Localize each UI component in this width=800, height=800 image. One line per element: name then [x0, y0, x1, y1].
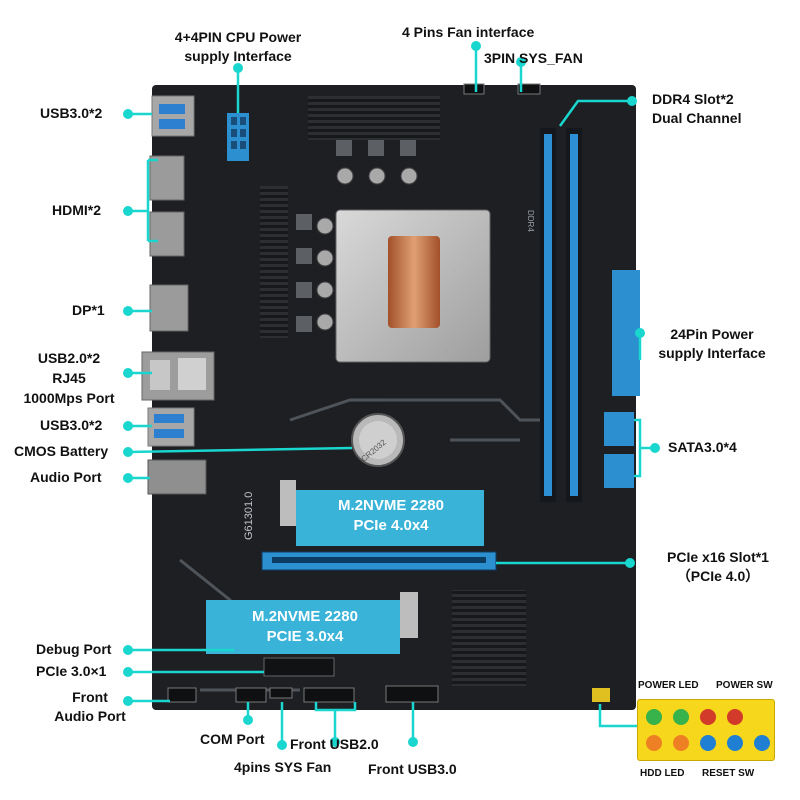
- label-24pin: 24Pin Power supply Interface: [658, 326, 766, 361]
- pin-power-sw-1: [700, 709, 716, 725]
- sys-fan-3pin-header: [517, 83, 541, 95]
- m2-slot-top: [296, 490, 484, 546]
- ddr4-slot-2: [570, 134, 578, 496]
- label-usb30-mid: USB3.0*2: [40, 417, 103, 433]
- pin-hdd-led-plus: [646, 735, 662, 751]
- front-panel-header: [592, 688, 610, 702]
- label-pcie-x16: PCIe x16 Slot*1 （PCIe 4.0）: [667, 549, 769, 584]
- chipset-heatsink: [452, 590, 526, 686]
- pin-power-led-plus: [646, 709, 662, 725]
- m2-top-label: M.2NVME 2280 PCIe 4.0x4: [338, 497, 444, 534]
- label-cpu-power: 4+4PIN CPU Power supply Interface: [174, 29, 302, 64]
- label-dp: DP*1: [72, 302, 105, 318]
- ddr4-slot-1: [544, 134, 552, 496]
- label-front-usb30: Front USB3.0: [368, 761, 457, 777]
- pin-reset-sw-1: [700, 735, 716, 751]
- front-usb20-header: [303, 687, 355, 703]
- pin-hdd-led-minus: [673, 735, 689, 751]
- label-usb20-rj45: USB2.0*2 RJ45 1000Mps Port: [23, 350, 115, 406]
- front-panel-pins: [637, 699, 775, 761]
- label-audio-port: Audio Port: [30, 469, 102, 485]
- vrm-heatsink-left: [260, 186, 288, 338]
- label-power-led: POWER LED: [638, 680, 699, 691]
- label-hdd-led: HDD LED: [640, 768, 685, 779]
- m2-slot-bottom: [206, 600, 400, 654]
- com-header: [235, 687, 267, 703]
- label-sata: SATA3.0*4: [668, 439, 737, 455]
- label-sys-fan-3pin: 3PIN SYS_FAN: [484, 50, 583, 66]
- front-panel-callout: POWER LED POWER SW HDD LED RESET SW: [582, 678, 798, 798]
- label-sys-fan-4pin: 4pins SYS Fan: [234, 759, 332, 775]
- sys-fan-header: [269, 687, 293, 699]
- label-debug-port: Debug Port: [36, 641, 112, 657]
- rear-io: [141, 95, 215, 495]
- front-usb30-header: [385, 685, 439, 703]
- pin-extra: [754, 735, 770, 751]
- label-reset-sw: RESET SW: [702, 768, 755, 779]
- pin-power-sw-2: [727, 709, 743, 725]
- silk-ddr: DDR4: [526, 210, 535, 232]
- cpu-fan-header: [463, 83, 485, 95]
- label-power-sw: POWER SW: [716, 680, 773, 691]
- label-ddr4: DDR4 Slot*2 Dual Channel: [652, 91, 742, 126]
- vrm-heatsink-top: [308, 96, 440, 140]
- m2-bottom-label: M.2NVME 2280 PCIE 3.0x4: [252, 608, 358, 645]
- cpu-copper-core: [388, 236, 440, 328]
- label-com-port: COM Port: [200, 731, 265, 747]
- label-fan-4pin: 4 Pins Fan interface: [402, 24, 535, 40]
- pcie-x1-slot: [263, 657, 335, 677]
- label-pcie30-x1: PCIe 3.0×1: [36, 663, 107, 679]
- pin-reset-sw-2: [727, 735, 743, 751]
- silk-model: G61301.0: [243, 492, 255, 540]
- pin-power-led-minus: [673, 709, 689, 725]
- label-hdmi: HDMI*2: [52, 202, 102, 218]
- label-front-usb20: Front USB2.0: [290, 736, 379, 752]
- sata-ports: [604, 412, 634, 488]
- front-audio-header: [167, 687, 197, 703]
- label-usb30-top: USB3.0*2: [40, 105, 103, 121]
- label-front-audio: Front Audio Port: [54, 689, 126, 724]
- label-cmos: CMOS Battery: [14, 443, 109, 459]
